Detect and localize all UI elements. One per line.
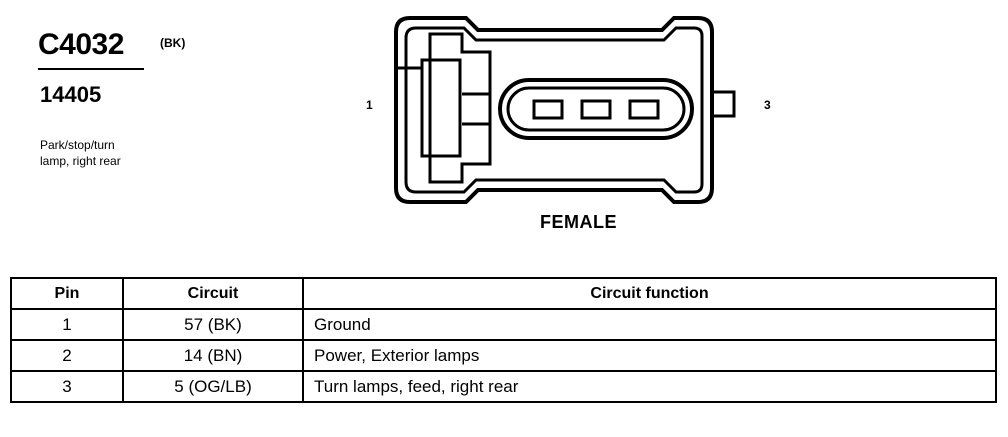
- table-row: 2 14 (BN) Power, Exterior lamps: [10, 339, 997, 372]
- terminal-cavity-outer: [498, 78, 694, 140]
- pin-cell: 2: [10, 339, 124, 372]
- column-header-circuit: Circuit: [122, 277, 304, 310]
- function-cell: Turn lamps, feed, right rear: [302, 370, 997, 403]
- table-row: 3 5 (OG/LB) Turn lamps, feed, right rear: [10, 370, 997, 403]
- connector-id: C4032: [38, 28, 124, 61]
- column-header-function: Circuit function: [302, 277, 997, 310]
- latch-body: [420, 58, 462, 158]
- circuit-cell: 14 (BN): [122, 339, 304, 372]
- right-polarizing-key: [710, 90, 736, 118]
- terminal-cavity-inner: [506, 86, 686, 132]
- description-line: lamp, right rear: [40, 154, 121, 168]
- function-cell: Ground: [302, 308, 997, 341]
- table-header-row: Pin Circuit Circuit function: [10, 277, 997, 310]
- connector-housing-inner: [404, 26, 704, 194]
- connector-id-underline: [38, 68, 144, 70]
- connector-gender-label: FEMALE: [540, 212, 617, 232]
- pinout-table: Pin Circuit Circuit function 1 57 (BK) G…: [10, 277, 997, 403]
- circuit-cell: 5 (OG/LB): [122, 370, 304, 403]
- connector-face-diagram: [394, 16, 736, 204]
- terminal-slot: [628, 99, 660, 120]
- circuit-cell: 57 (BK): [122, 308, 304, 341]
- latch-frame: [428, 32, 492, 184]
- connector-color: (BK): [160, 36, 186, 50]
- description-line: Park/stop/turn: [40, 138, 115, 152]
- terminal-slot: [580, 99, 612, 120]
- pin-label: 3: [764, 98, 771, 112]
- table-row: 1 57 (BK) Ground: [10, 308, 997, 341]
- pin-cell: 1: [10, 308, 124, 341]
- terminal-slot: [532, 99, 564, 120]
- connector-description: Park/stop/turn lamp, right rear: [40, 137, 200, 169]
- connector-housing-outer: [394, 16, 714, 204]
- part-number: 14405: [40, 82, 102, 107]
- column-header-pin: Pin: [10, 277, 124, 310]
- function-cell: Power, Exterior lamps: [302, 339, 997, 372]
- pin-label: 1: [366, 98, 373, 112]
- pin-cell: 3: [10, 370, 124, 403]
